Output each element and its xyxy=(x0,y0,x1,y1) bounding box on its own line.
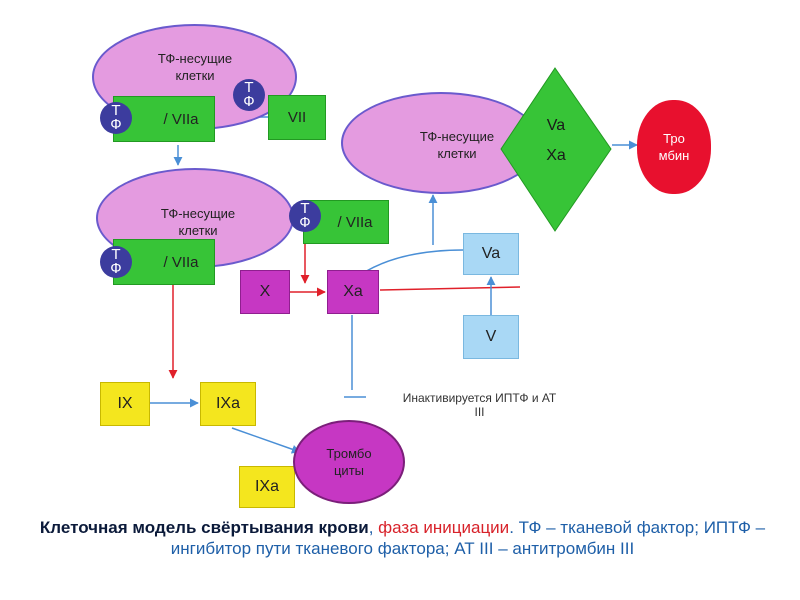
va-xa-complex-rhombus xyxy=(500,67,612,232)
caption-sep: , xyxy=(368,518,379,537)
factor-ix: IX xyxy=(100,382,150,426)
inhibition-note: Инактивируется ИПТФ и АТ III xyxy=(402,391,557,419)
arrow-ixa-to-platelets xyxy=(231,427,301,454)
tf-badge-mid-left: Т Ф xyxy=(100,246,132,278)
factor-va: Va xyxy=(463,233,519,275)
rhombus-labels: Va Xa xyxy=(530,115,582,167)
factor-ixa: IXa xyxy=(200,382,256,426)
factor-vii: VII xyxy=(268,95,326,140)
caption-phase: фаза инициации xyxy=(378,518,510,537)
tf-badge-top-left: Т Ф xyxy=(100,102,132,134)
factor-ixa-bottom: IXa xyxy=(239,466,295,508)
tf-badge-mid-right: Т Ф xyxy=(289,200,321,232)
arrow-xa-right xyxy=(379,286,521,291)
thrombin: Тро мбин xyxy=(637,100,711,194)
caption-title: Клеточная модель свёртывания крови xyxy=(39,518,369,537)
caption-legend: . ТФ – тканевой фактор; ИПТФ – ингибитор… xyxy=(170,518,766,558)
platelets: Тромбо циты xyxy=(293,420,405,504)
tf-cells-top-label: ТФ-несущие клетки xyxy=(157,51,233,83)
factor-v: V xyxy=(463,315,519,359)
rhombus-xa-label: Xa xyxy=(546,147,566,164)
rhombus-va-label: Va xyxy=(546,117,566,134)
factor-x: X xyxy=(240,270,290,314)
tf-cells-right-label: ТФ-несущие клетки xyxy=(419,129,495,161)
tf-badge-top-right: Т Ф xyxy=(233,79,265,111)
tf-cells-middle-label: ТФ-несущие клетки xyxy=(160,206,236,238)
figure-caption: Клеточная модель свёртывания крови, фаза… xyxy=(20,517,785,559)
factor-xa: Xa xyxy=(327,270,379,314)
